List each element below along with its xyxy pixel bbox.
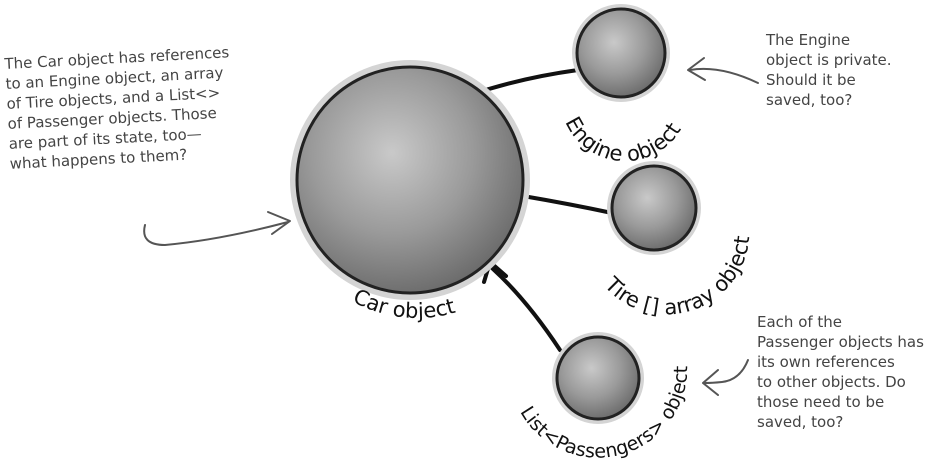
note-line: Each of the bbox=[757, 313, 843, 331]
connector-car-list bbox=[490, 266, 562, 352]
tire-sphere bbox=[607, 161, 701, 255]
note-line: those need to be bbox=[757, 393, 885, 411]
note-line: Should it be bbox=[766, 71, 856, 89]
engine-sphere bbox=[572, 4, 670, 102]
connector-car-tire bbox=[521, 194, 614, 215]
passenger-references-note: Each of the Passenger objects has its ow… bbox=[757, 312, 924, 432]
note-line: object is private. bbox=[766, 51, 892, 69]
engine-note-arrow bbox=[687, 57, 759, 84]
engine-object-label: Engine object bbox=[561, 113, 686, 167]
car-references-note: The Car object has references to an Engi… bbox=[4, 42, 235, 174]
engine-private-note: The Engine object is private. Should it … bbox=[766, 30, 892, 110]
car-sphere bbox=[290, 60, 530, 300]
passenger-note-arrow bbox=[702, 359, 749, 396]
note-line: Passenger objects has bbox=[757, 333, 924, 351]
note-line: to other objects. Do bbox=[757, 373, 906, 391]
note-line: The Engine bbox=[766, 31, 851, 49]
car-note-arrow bbox=[143, 211, 291, 246]
note-line: saved, too? bbox=[757, 413, 844, 431]
note-line: its own references bbox=[757, 353, 895, 371]
note-line: saved, too? bbox=[766, 91, 853, 109]
list-sphere bbox=[552, 332, 644, 424]
